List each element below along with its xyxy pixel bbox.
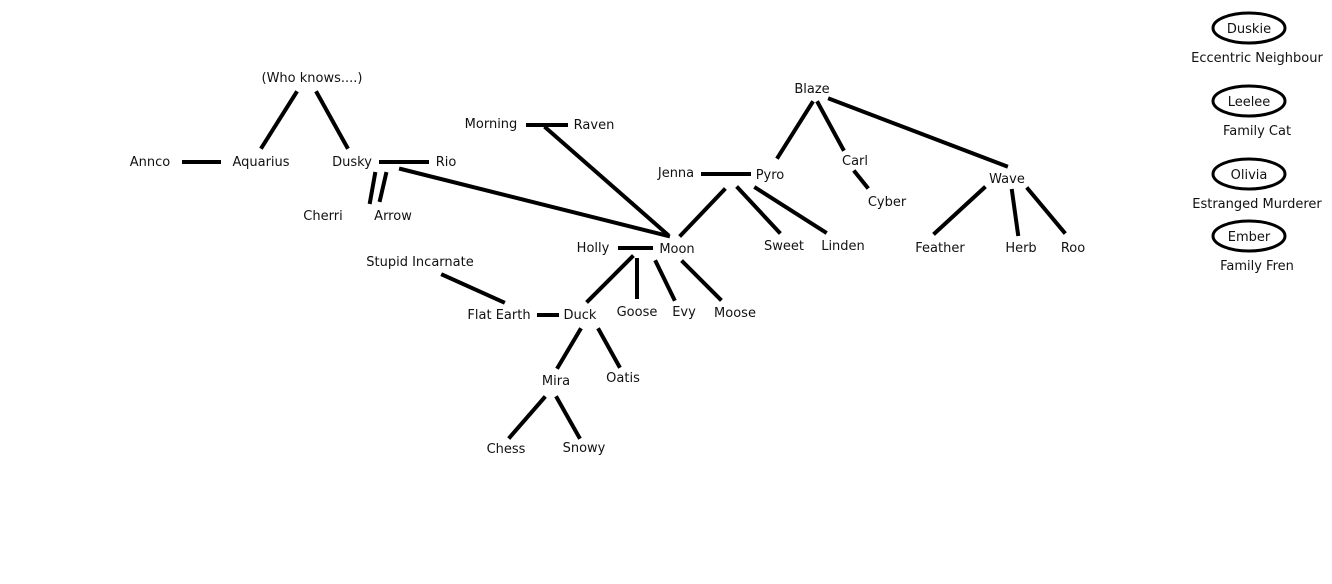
parent-link-blaze-pyro — [775, 100, 815, 160]
parent-link-dusky-arrow — [377, 171, 389, 203]
member-roo: Roo — [1061, 241, 1085, 256]
member-herb: Herb — [1005, 241, 1036, 256]
parent-link-moon-duck — [585, 254, 635, 304]
member-holly: Holly — [577, 241, 610, 256]
legend-oval — [1211, 11, 1287, 45]
member-rio: Rio — [436, 155, 457, 170]
member-oatis: Oatis — [606, 371, 640, 386]
member-carl: Carl — [842, 154, 868, 169]
member-who-knows: (Who knows....) — [262, 71, 363, 86]
parent-link-mira-chess — [507, 395, 547, 440]
member-arrow: Arrow — [374, 209, 412, 224]
member-pyro: Pyro — [756, 168, 785, 183]
member-chess: Chess — [487, 442, 526, 457]
member-duck: Duck — [564, 308, 597, 323]
legend-oval — [1211, 157, 1287, 191]
member-goose: Goose — [617, 305, 658, 320]
parent-link-blaze-carl — [815, 100, 846, 152]
parent-link-pyro-moon — [678, 187, 727, 238]
member-flat-earth: Flat Earth — [467, 308, 530, 323]
parent-link-dusky-cherri — [367, 171, 378, 205]
parent-link-moon-moose — [680, 259, 723, 302]
legend-oval — [1211, 219, 1287, 253]
parent-link-wave-roo — [1025, 186, 1067, 235]
member-annco: Annco — [130, 155, 171, 170]
legend-oval — [1211, 84, 1287, 118]
legend-description: Family Cat — [1223, 124, 1291, 139]
parent-link-wave-herb — [1009, 188, 1021, 237]
member-jenna: Jenna — [657, 166, 694, 181]
parent-link-carl-cyber — [852, 169, 870, 190]
member-stupid-incarnate: Stupid Incarnate — [366, 255, 473, 270]
connector-lines — [182, 90, 1067, 440]
parent-link-who-knows-dusky — [314, 90, 350, 150]
parent-link-duck-oatis — [596, 327, 622, 369]
parent-link-morning-moon — [543, 125, 670, 237]
legend-name: Duskie — [1227, 22, 1271, 37]
parent-link-who-knows-aquarius — [259, 90, 299, 150]
member-sweet: Sweet — [764, 239, 804, 254]
member-moon: Moon — [659, 242, 694, 257]
member-wave: Wave — [989, 172, 1025, 187]
member-blaze: Blaze — [794, 82, 829, 97]
member-feather: Feather — [915, 241, 965, 256]
member-morning: Morning — [465, 117, 518, 132]
member-cyber: Cyber — [868, 195, 907, 210]
member-dusky: Dusky — [332, 155, 372, 170]
parent-link-duck-mira — [555, 327, 583, 370]
parent-link-pyro-linden — [753, 185, 828, 235]
legend-name: Leelee — [1228, 95, 1271, 110]
member-linden: Linden — [821, 239, 865, 254]
member-mira: Mira — [542, 374, 570, 389]
parent-link-dusky-moon — [398, 166, 671, 239]
parent-link-moon-evy — [653, 259, 677, 302]
member-moose: Moose — [714, 306, 756, 321]
legend-name: Ember — [1228, 230, 1271, 245]
member-evy: Evy — [672, 305, 696, 320]
member-labels: (Who knows....) Annco Aquarius Dusky RioCher… — [130, 71, 1085, 457]
legend-description: Estranged Murderer — [1192, 197, 1322, 212]
parent-link-wave-feather — [932, 185, 987, 236]
legend-name: Olivia — [1231, 168, 1268, 183]
member-snowy: Snowy — [563, 441, 606, 456]
legend-description: Family Fren — [1220, 259, 1294, 274]
parent-link-pyro-sweet — [735, 185, 782, 235]
member-raven: Raven — [574, 118, 615, 133]
member-cherri: Cherri — [303, 209, 342, 224]
legend-description: Eccentric Neighbour — [1191, 51, 1323, 66]
member-aquarius: Aquarius — [232, 155, 289, 170]
parent-link-blaze-wave — [827, 96, 1009, 169]
parent-link-mira-snowy — [554, 395, 582, 440]
parent-link-stupid-incarnate-flat-earth — [440, 272, 506, 305]
